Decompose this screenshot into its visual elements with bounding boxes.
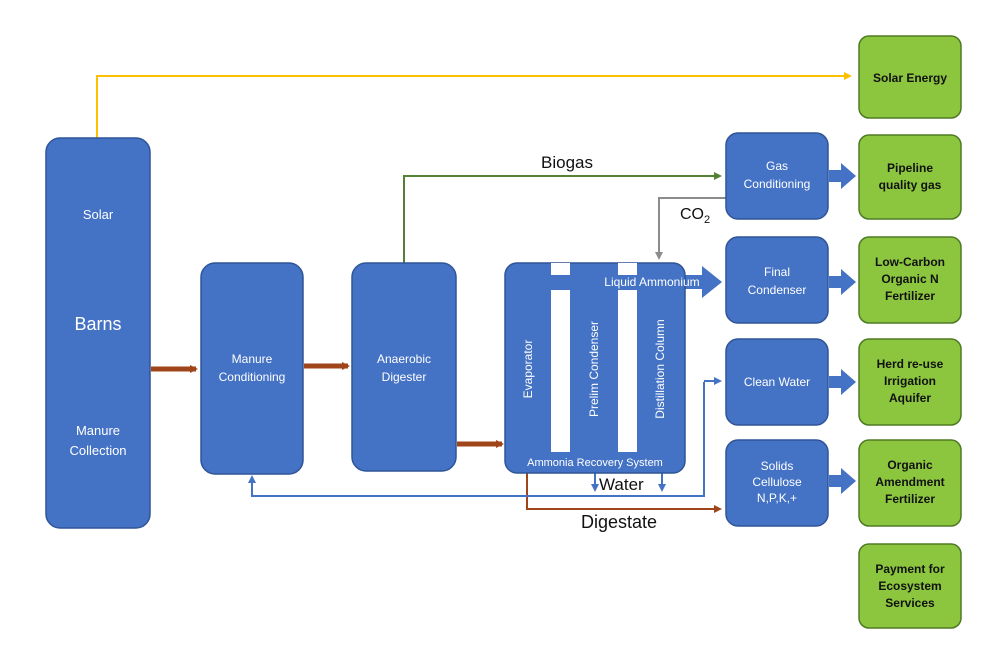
ecosystem-line2: Ecosystem (878, 579, 941, 593)
ecosystem-line3: Services (885, 596, 935, 610)
barns-collection-label: Collection (69, 443, 126, 458)
ammonia-recovery-system: Evaporator Prelim Condenser Distillation… (504, 262, 686, 474)
solar-energy-connector (96, 72, 852, 138)
pipeline-gas-output: Pipeline quality gas (858, 134, 962, 220)
digestate-connector (526, 472, 722, 513)
gas-conditioning-node: Gas Conditioning (725, 132, 829, 220)
organic-amendment-output: Organic Amendment Fertilizer (858, 439, 962, 527)
herd-reuse-line3: Aquifer (889, 391, 931, 405)
condenser-to-fertilizer-arrow (829, 269, 856, 295)
organic-n-output: Low-Carbon Organic N Fertilizer (858, 236, 962, 324)
clean-water-label: Clean Water (744, 375, 810, 389)
barns-solar-label: Solar (83, 207, 114, 222)
anaerobic-digester-node: Anaerobic Digester (351, 262, 457, 472)
barns-title: Barns (74, 314, 121, 334)
solar-energy-output: Solar Energy (858, 35, 962, 119)
organic-amendment-line2: Amendment (875, 475, 944, 489)
pipeline-gas-line1: Pipeline (887, 161, 933, 175)
water-return-connector (248, 382, 705, 497)
pipeline-gas-line2: quality gas (879, 178, 942, 192)
ecosystem-services-output: Payment for Ecosystem Services (858, 543, 962, 629)
organic-n-line1: Low-Carbon (875, 255, 945, 269)
solids-node: Solids Cellulose N,P,K,+ (725, 439, 829, 527)
solids-to-amendment-arrow (829, 468, 856, 494)
evaporator-label: Evaporator (521, 340, 535, 399)
final-condenser-node: Final Condenser (725, 236, 829, 324)
gas-conditioning-line2: Conditioning (744, 177, 811, 191)
co2-main: CO (680, 206, 704, 223)
manure-conditioning-node: Manure Conditioning (200, 262, 304, 475)
digestate-label: Digestate (581, 512, 657, 532)
barns-node: Solar Barns Manure Collection (45, 137, 151, 529)
water-label: Water (599, 475, 644, 494)
ecosystem-line1: Payment for (875, 562, 945, 576)
anaerobic-digester-line1: Anaerobic (377, 352, 431, 366)
organic-amendment-line3: Fertilizer (885, 492, 935, 506)
manure-conditioning-line2: Conditioning (219, 370, 286, 384)
solids-line1: Solids (761, 459, 794, 473)
ammonia-recovery-system-label: Ammonia Recovery System (527, 457, 663, 469)
clean-water-node: Clean Water (725, 338, 829, 426)
herd-reuse-line2: Irrigation (884, 374, 936, 388)
solids-line2: Cellulose (752, 475, 802, 489)
barns-manure-label: Manure (76, 423, 120, 438)
organic-amendment-line1: Organic (887, 458, 933, 472)
co2-connector (655, 197, 727, 260)
co2-label: CO2 (680, 206, 710, 226)
manure-conditioning-line1: Manure (232, 352, 273, 366)
organic-n-line2: Organic N (881, 272, 938, 286)
organic-n-line3: Fertilizer (885, 289, 935, 303)
distillation-column-label: Distillation Column (653, 319, 667, 418)
biogas-connector (403, 172, 722, 263)
prelim-condenser-label: Prelim Condenser (587, 321, 601, 417)
final-condenser-line2: Condenser (748, 283, 807, 297)
gas-to-pipeline-arrow (829, 163, 856, 189)
gas-conditioning-line1: Gas (766, 159, 788, 173)
final-condenser-line1: Final (764, 265, 790, 279)
herd-reuse-output: Herd re-use Irrigation Aquifer (858, 338, 962, 426)
biogas-label: Biogas (541, 153, 593, 172)
liquid-ammonium-label: Liquid Ammonium (604, 275, 699, 289)
herd-reuse-line1: Herd re-use (877, 357, 944, 371)
solids-line3: N,P,K,+ (757, 491, 797, 505)
clean-water-to-herd-arrow (829, 369, 856, 395)
anaerobic-digester-line2: Digester (382, 370, 427, 384)
co2-subscript: 2 (704, 214, 710, 226)
solar-energy-line1: Solar Energy (873, 71, 947, 85)
